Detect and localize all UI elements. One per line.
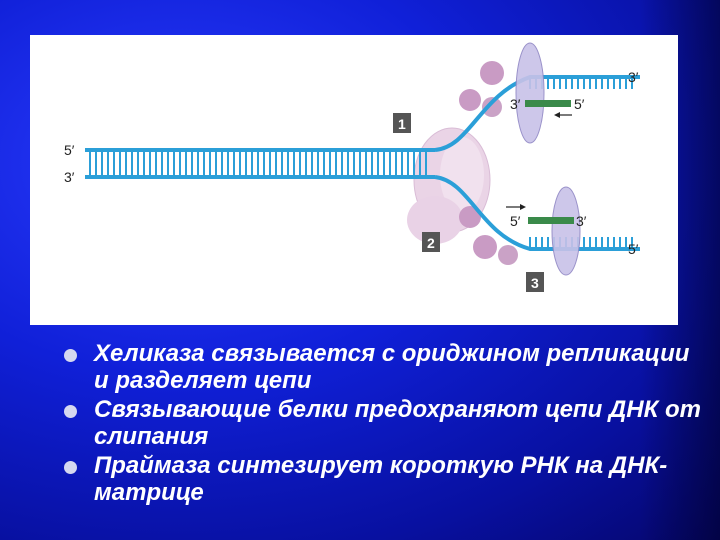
dna-replication-diagram: 5′ 3′ 3′ 3′ 5′ 5′ 3′ 5′ 1 2 3 [30, 35, 678, 325]
primase-upper [515, 42, 545, 144]
box-1: 1 [393, 113, 411, 133]
bullet-dot-icon [64, 405, 77, 418]
svg-text:1: 1 [398, 116, 406, 132]
box-2: 2 [422, 232, 440, 252]
bullet-dot-icon [64, 349, 77, 362]
label-upper-primer-5prime: 5′ [574, 96, 585, 112]
label-lower-primer-3prime: 3′ [576, 213, 587, 229]
rna-primer-upper [525, 100, 571, 107]
bullet-item: Праймаза синтезирует короткую РНК на ДНК… [64, 452, 704, 506]
label-left-bottom-3prime: 3′ [64, 169, 75, 185]
arrow-upper [554, 112, 572, 118]
double-strand-dna [85, 148, 435, 179]
bullet-dot-icon [64, 461, 77, 474]
bullet-text: Праймаза синтезирует короткую РНК на ДНК… [94, 452, 668, 506]
bullet-text: Связывающие белки предохраняют цепи ДНК … [94, 396, 702, 450]
bullet-list: Хеликаза связывается с ориджином реплика… [64, 340, 704, 508]
helicase [407, 127, 491, 244]
label-upper-right-3prime: 3′ [628, 69, 639, 85]
binding-proteins [459, 61, 518, 265]
rna-primer-lower [528, 217, 574, 224]
label-left-top-5prime: 5′ [64, 142, 75, 158]
bullet-item: Связывающие белки предохраняют цепи ДНК … [64, 396, 704, 450]
label-lower-right-5prime: 5′ [628, 241, 639, 257]
svg-text:2: 2 [427, 235, 435, 251]
box-3: 3 [526, 272, 544, 292]
label-lower-primer-5prime: 5′ [510, 213, 521, 229]
diagram-svg: 5′ 3′ 3′ 3′ 5′ 5′ 3′ 5′ 1 2 3 [64, 42, 640, 292]
label-upper-primer-3prime: 3′ [510, 96, 521, 112]
arrow-lower [506, 204, 526, 210]
svg-text:3: 3 [531, 275, 539, 291]
bullet-item: Хеликаза связывается с ориджином реплика… [64, 340, 704, 394]
bullet-text: Хеликаза связывается с ориджином реплика… [94, 340, 690, 394]
primase-lower [551, 186, 581, 276]
